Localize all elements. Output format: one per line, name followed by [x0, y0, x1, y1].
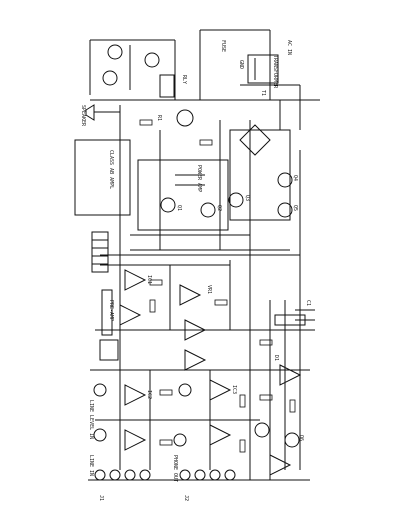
label-line-level: LINE LEVEL IN — [88, 400, 94, 439]
label-d1: D1 — [273, 355, 279, 361]
label-q5: Q5 — [292, 205, 298, 211]
label-q1: Q1 — [176, 205, 182, 211]
label-power-amp: POWER AMP — [196, 165, 202, 192]
label-fuse: FUSE — [220, 40, 226, 52]
label-q6: Q6 — [298, 435, 304, 441]
label-j1: J1 — [98, 495, 104, 501]
label-phone-out: PHONE OUT — [172, 455, 178, 482]
label-ic2: IC2 — [146, 390, 152, 399]
label-speaker: SPEAKER — [80, 105, 86, 127]
label-rly: RLY — [181, 75, 187, 84]
component-labels: RLY GND AC IN TRANSFORMER FUSE SPEAKER C… — [80, 40, 311, 501]
wiring — [74, 29, 320, 481]
label-class-ab: CLASS AB AMPL — [108, 150, 114, 189]
label-t1: T1 — [260, 90, 266, 96]
label-ac-in: AC IN — [286, 40, 292, 55]
label-q3: Q3 — [244, 195, 250, 201]
label-q2: Q2 — [216, 205, 222, 211]
label-transformer: TRANSFORMER — [272, 55, 278, 89]
label-line-in: LINE IN — [88, 455, 94, 476]
label-vr1: VR1 — [206, 285, 212, 294]
label-q4: Q4 — [292, 175, 298, 181]
label-r1: R1 — [156, 115, 162, 121]
label-j2: J2 — [183, 495, 189, 501]
label-gnd: GND — [238, 60, 244, 69]
label-c1: C1 — [305, 300, 311, 306]
label-ic3: IC3 — [231, 385, 237, 394]
passive-components — [139, 119, 296, 453]
label-ic1: IC1 — [146, 275, 152, 284]
label-preamp: PRE-AMP — [108, 300, 114, 321]
